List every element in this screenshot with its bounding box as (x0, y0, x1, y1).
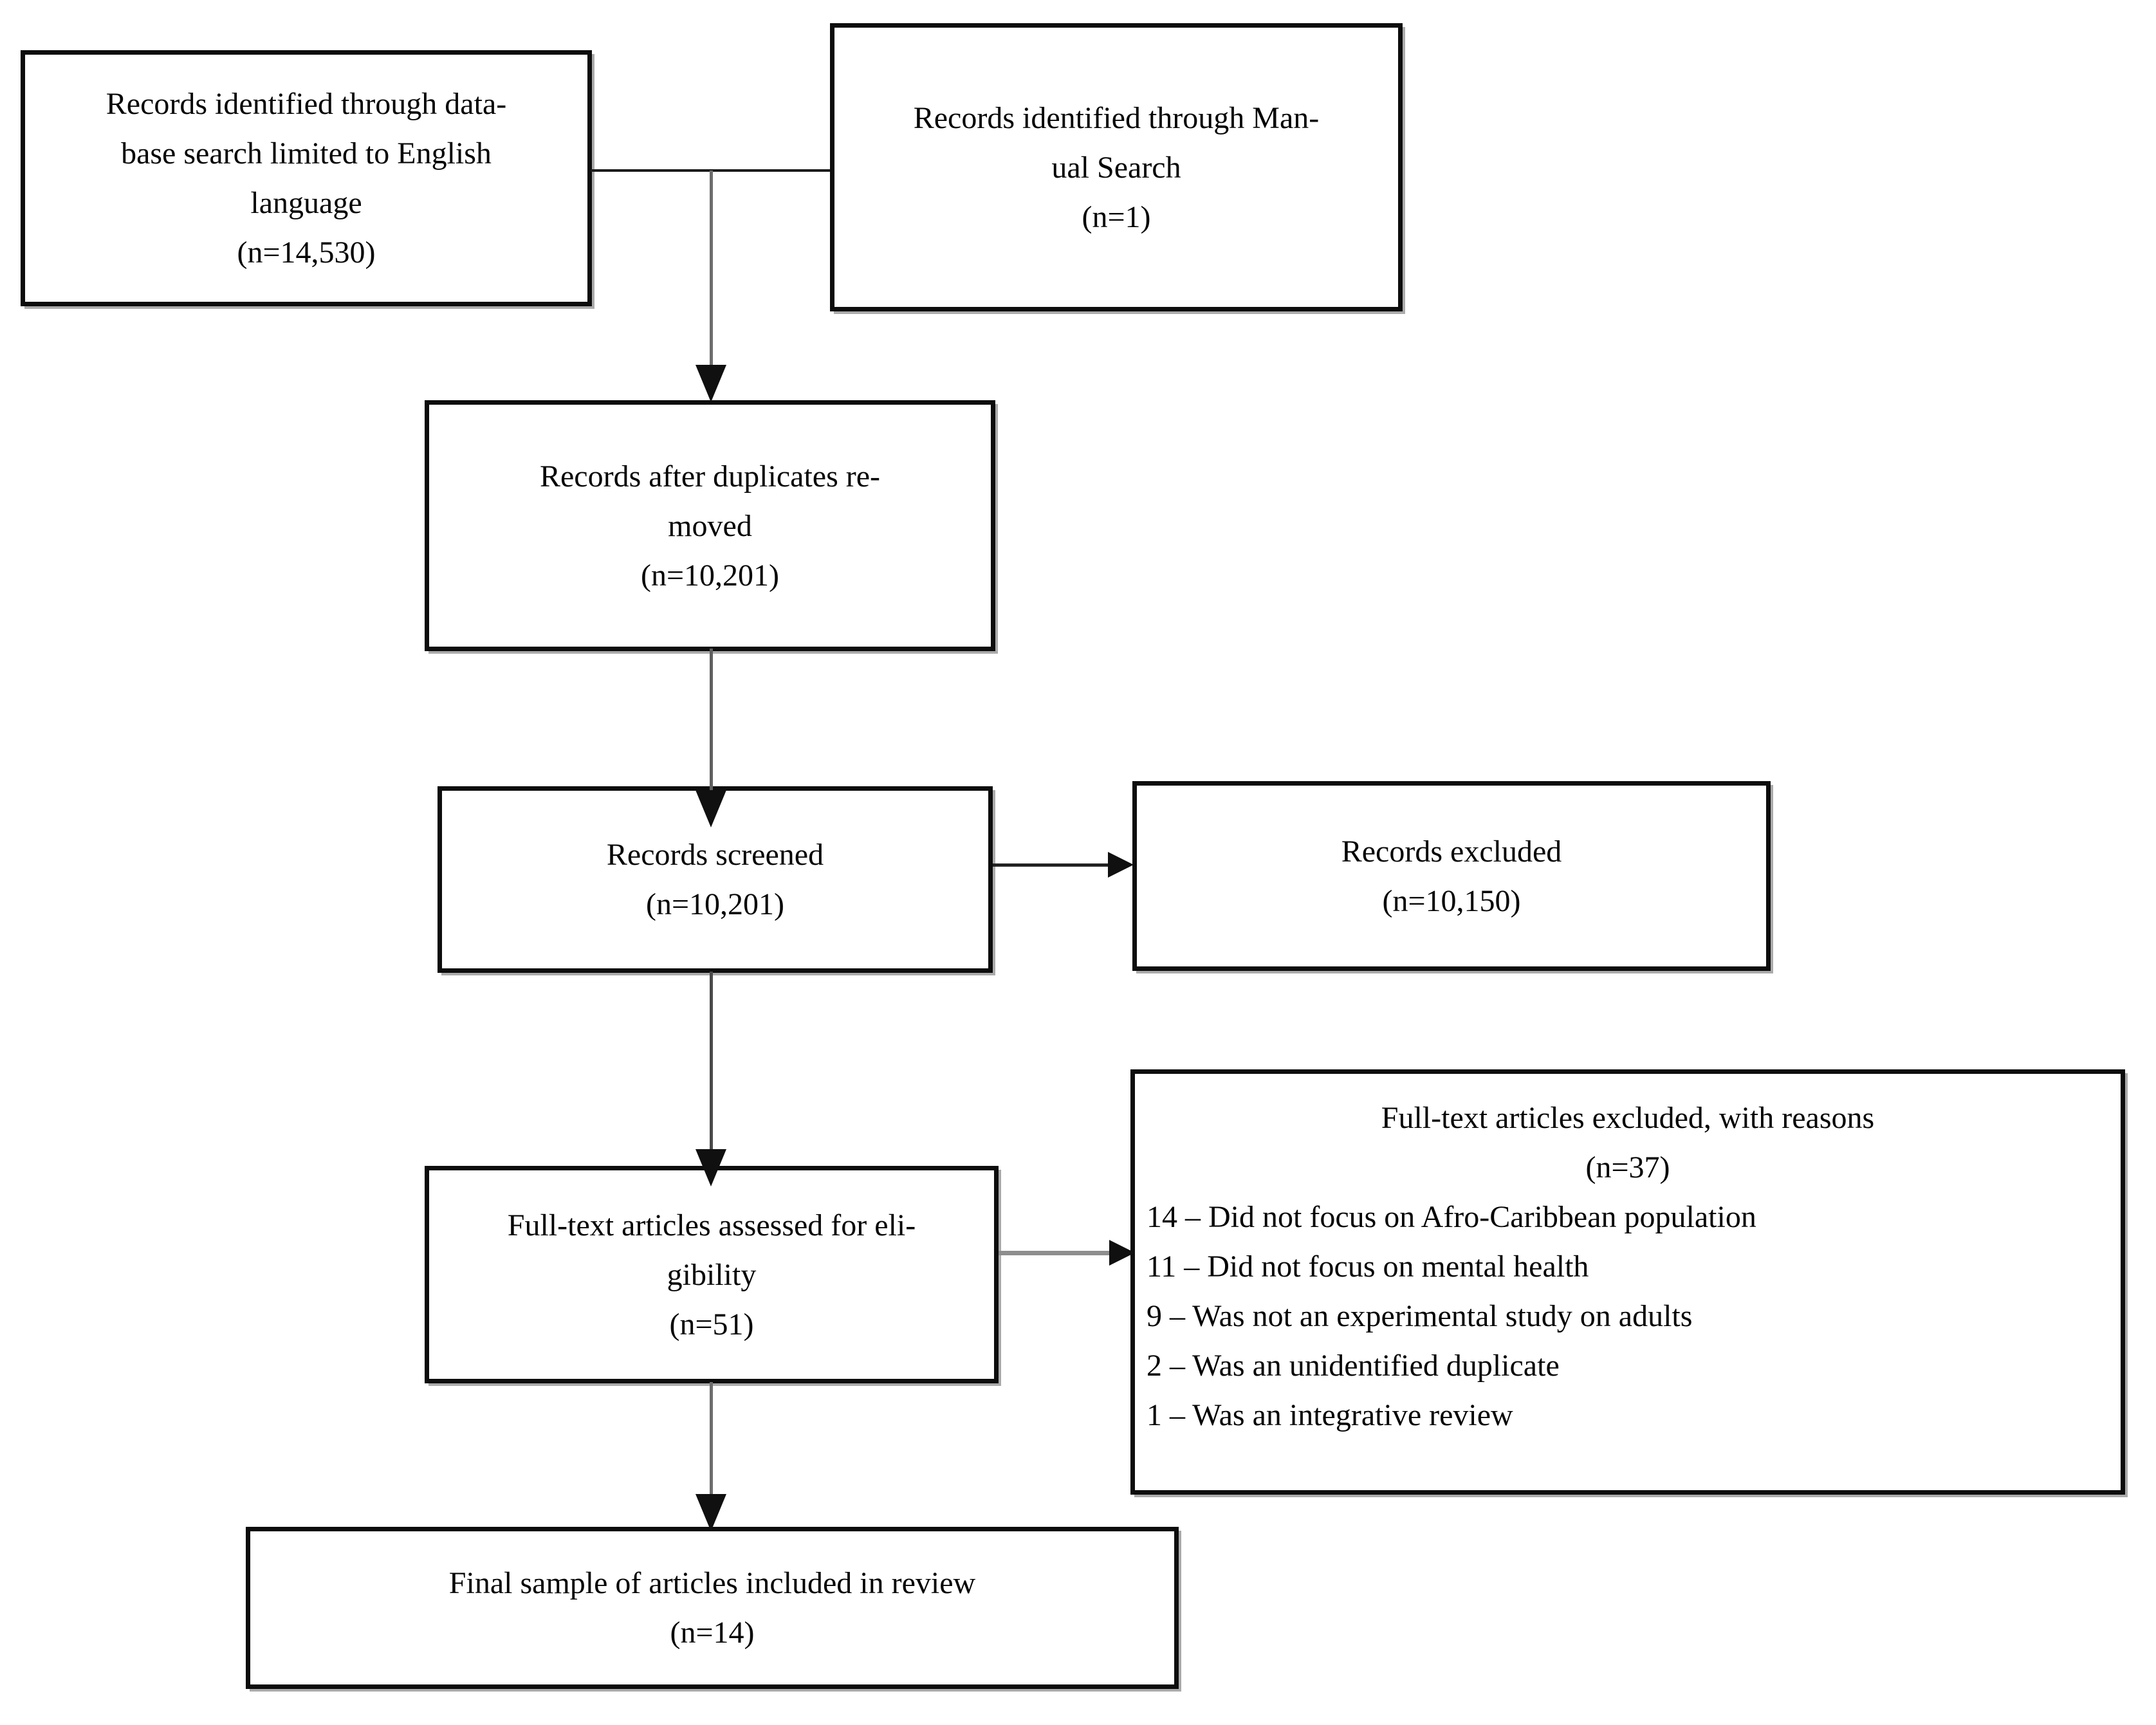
exclusion-reason-item: 2 – Was an unidentified duplicate (1147, 1349, 1560, 1383)
connector-fulltext-to-final (710, 1382, 713, 1496)
box-database-search: Records identified through data- base se… (21, 50, 592, 306)
box-manual-search: Records identified through Man- ual Sear… (830, 23, 1403, 311)
exclusion-reason-item: 9 – Was not an experimental study on adu… (1147, 1299, 1693, 1333)
exclusion-reason-item: 14 – Did not focus on Afro-Caribbean pop… (1147, 1200, 1756, 1234)
box-duplicates-removed-line: Records after duplicates re- (539, 459, 881, 494)
connector-duplicates-to-screened (710, 649, 713, 791)
box-records-screened-line: Records screened (606, 838, 824, 872)
box-database-search-line: base search limited to English (121, 136, 492, 171)
exclusion-reason-item: 11 – Did not focus on mental health (1147, 1250, 1589, 1284)
box-duplicates-removed-count: (n=10,201) (640, 558, 780, 593)
fulltext-excluded-count: (n=37) (1585, 1150, 1670, 1185)
arrowhead-down-final-icon (696, 1494, 726, 1531)
box-fulltext-assessed-line: Full-text articles assessed for eli- (507, 1208, 916, 1242)
box-manual-search-line: Records identified through Man- (913, 100, 1320, 135)
box-duplicates-removed: Records after duplicates re- moved (n=10… (425, 400, 995, 651)
connector-screened-to-excluded (993, 863, 1110, 867)
box-duplicates-removed-line: moved (668, 508, 752, 543)
box-fulltext-excluded-reasons: Full-text articles excluded, with reason… (1130, 1069, 2125, 1495)
box-final-sample-count: (n=14) (670, 1616, 755, 1650)
arrowhead-down-screened-icon (696, 790, 726, 827)
arrowhead-right-excluded-icon (1108, 852, 1134, 878)
box-records-excluded-line: Records excluded (1341, 834, 1562, 869)
exclusion-reason-item: 1 – Was an integrative review (1147, 1398, 1513, 1432)
box-manual-search-count: (n=1) (1082, 199, 1151, 234)
arrowhead-right-reasons-icon (1109, 1240, 1135, 1266)
box-final-sample: Final sample of articles included in rev… (246, 1527, 1179, 1689)
box-database-search-count: (n=14,530) (237, 235, 376, 270)
box-records-excluded: Records excluded (n=10,150) (1132, 781, 1771, 971)
box-database-search-line: Records identified through data- (106, 87, 507, 121)
arrowhead-down-duplicates-icon (696, 365, 726, 402)
fulltext-excluded-title-line: Full-text articles excluded, with reason… (1381, 1101, 1875, 1135)
fulltext-excluded-reason-list: 14 – Did not focus on Afro-Caribbean pop… (1135, 1192, 2121, 1440)
box-database-search-line: language (250, 186, 362, 220)
fulltext-excluded-title: Full-text articles excluded, with reason… (1135, 1093, 2121, 1192)
box-fulltext-assessed: Full-text articles assessed for eli- gib… (425, 1166, 999, 1383)
box-records-excluded-count: (n=10,150) (1382, 883, 1521, 918)
connector-screened-to-fulltext (710, 972, 713, 1153)
box-final-sample-line: Final sample of articles included in rev… (448, 1566, 976, 1600)
connector-fulltext-to-reasons (999, 1251, 1112, 1255)
connector-merge-to-duplicates (710, 171, 713, 365)
box-fulltext-assessed-count: (n=51) (669, 1307, 754, 1342)
box-manual-search-line: ual Search (1051, 150, 1181, 185)
box-records-screened-count: (n=10,201) (645, 887, 785, 921)
arrowhead-down-fulltext-icon (696, 1149, 726, 1186)
box-fulltext-assessed-line: gibility (667, 1257, 757, 1292)
